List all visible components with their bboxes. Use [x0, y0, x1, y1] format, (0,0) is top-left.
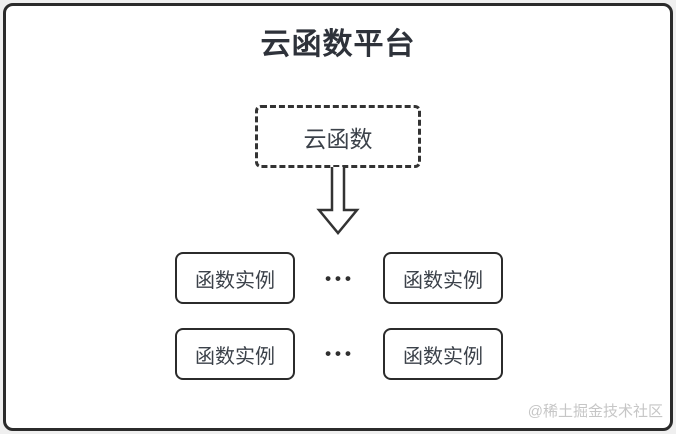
ellipsis-dots-row2: ••• [325, 344, 355, 363]
watermark-text: @稀土掘金技术社区 [527, 403, 663, 420]
node-function-instance-4: 函数实例 [383, 328, 503, 380]
node-cloud-function-label: 云函数 [303, 125, 373, 152]
node-function-instance-label: 函数实例 [195, 269, 275, 292]
diagram-title: 云函数平台 [260, 28, 416, 61]
node-function-instance-label: 函数实例 [403, 269, 483, 292]
node-function-instance-3: 函数实例 [175, 328, 295, 380]
down-arrow-icon [316, 167, 360, 235]
node-function-instance-label: 函数实例 [195, 345, 275, 368]
node-cloud-function: 云函数 [255, 105, 421, 168]
node-function-instance-label: 函数实例 [403, 345, 483, 368]
node-function-instance-1: 函数实例 [175, 252, 295, 304]
ellipsis-dots-row1: ••• [325, 269, 355, 288]
node-function-instance-2: 函数实例 [383, 252, 503, 304]
